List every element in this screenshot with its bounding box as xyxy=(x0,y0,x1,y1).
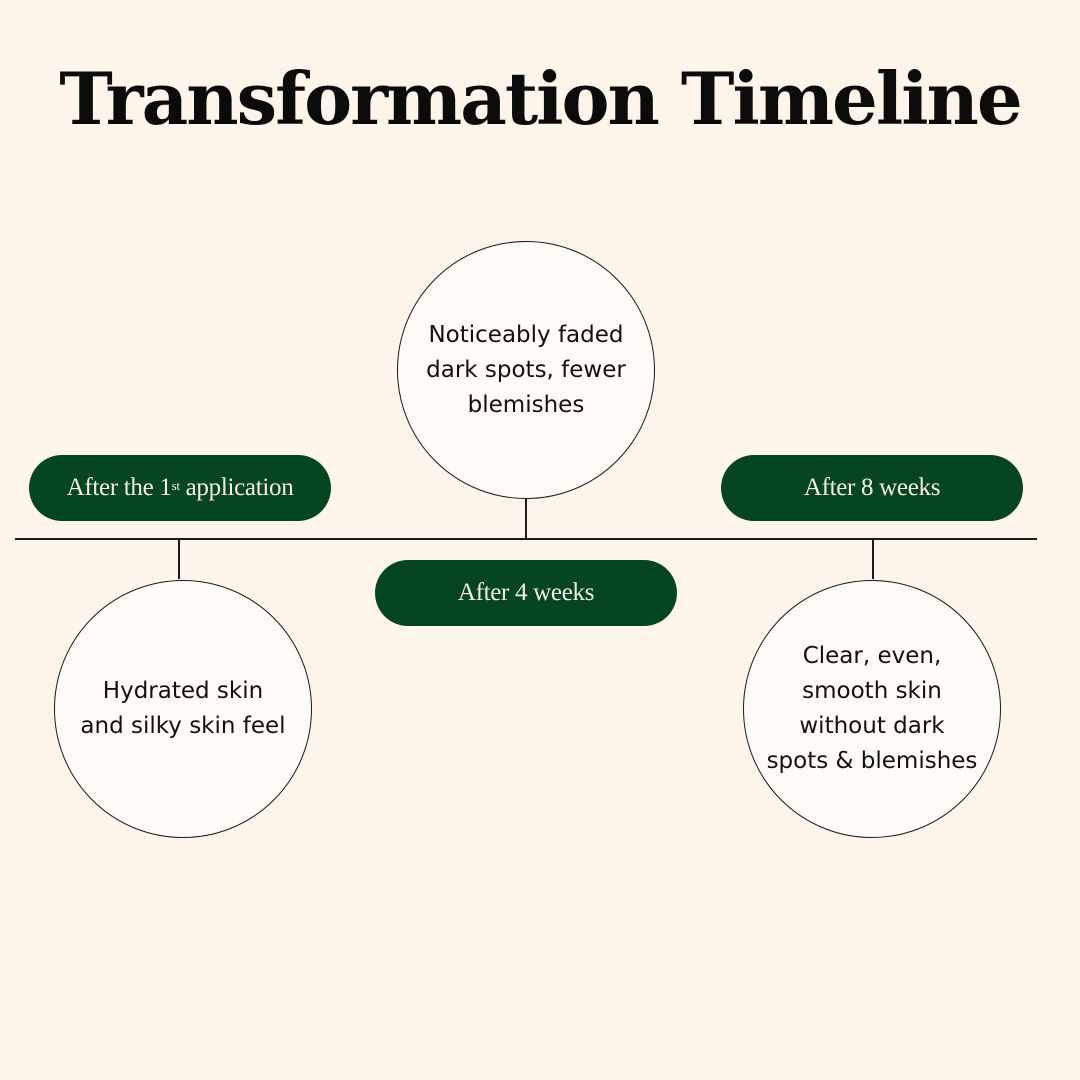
timeline-axis xyxy=(15,538,1037,540)
milestone-1-label-prefix: After the 1 xyxy=(66,474,172,501)
milestone-1-circle: Hydrated skin and silky skin feel xyxy=(54,580,312,838)
milestone-1-label-suffix: application xyxy=(179,474,294,501)
milestone-3-description: Clear, even, smooth skin without dark sp… xyxy=(766,643,978,774)
milestone-3-circle: Clear, even, smooth skin without dark sp… xyxy=(743,580,1001,838)
milestone-1-description: Hydrated skin and silky skin feel xyxy=(80,678,286,739)
milestone-3-label: After 8 weeks xyxy=(721,455,1023,521)
page-title: Transformation Timeline xyxy=(59,56,1022,141)
milestone-2-connector xyxy=(525,499,527,539)
milestone-1-label-superscript: st xyxy=(171,478,180,493)
milestone-2-circle: Noticeably faded dark spots, fewer blemi… xyxy=(397,241,655,499)
milestone-3-connector xyxy=(872,539,874,579)
milestone-2-label-text: After 4 weeks xyxy=(457,579,595,606)
milestone-3-label-text: After 8 weeks xyxy=(803,474,941,501)
milestone-1-connector xyxy=(178,539,180,579)
milestone-2-label: After 4 weeks xyxy=(375,560,677,626)
milestone-2-description: Noticeably faded dark spots, fewer blemi… xyxy=(426,321,626,418)
